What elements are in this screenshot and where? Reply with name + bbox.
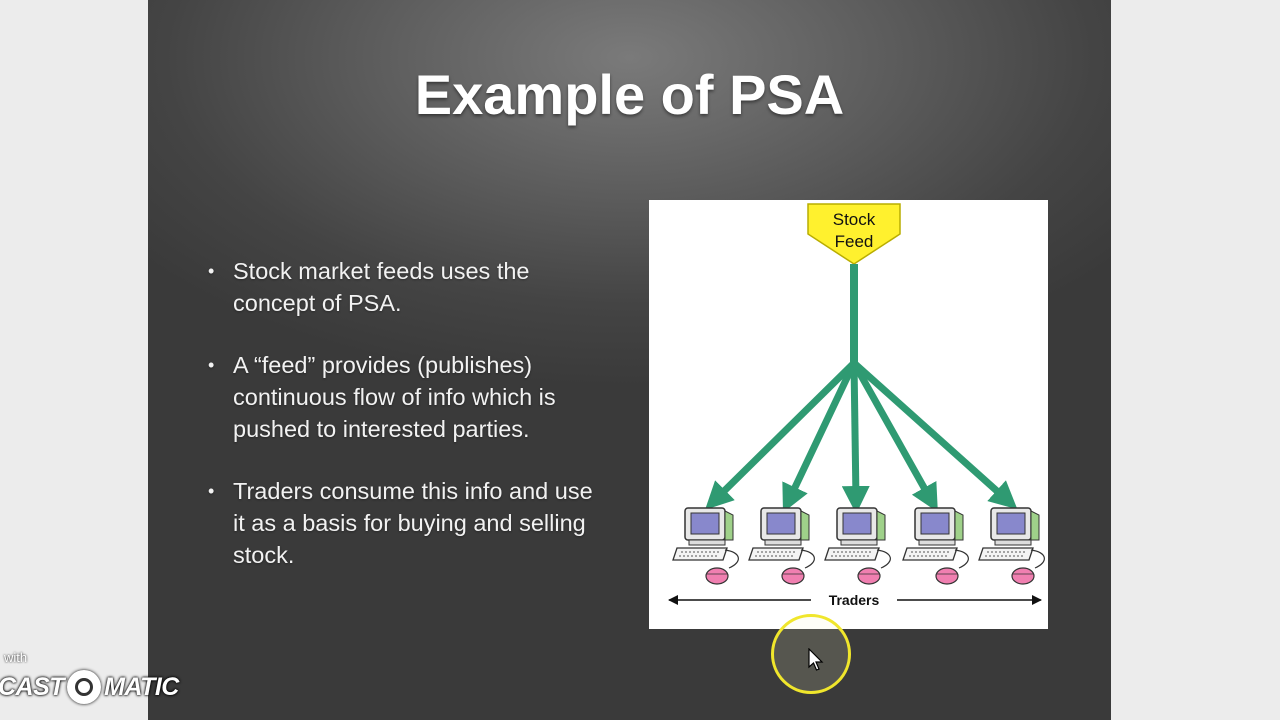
watermark-brand-right: MATIC	[104, 672, 179, 701]
arrow-to-trader-4	[850, 361, 938, 513]
computer-icon	[748, 507, 816, 585]
slide-title: Example of PSA	[414, 63, 845, 126]
stock-feed-box: Stock Feed	[807, 203, 901, 265]
arrow-to-trader-2	[782, 361, 858, 513]
bullet-item: • Traders consume this info and use it a…	[206, 475, 606, 571]
bullet-item: • A “feed” provides (publishes) continuo…	[206, 349, 606, 445]
bullet-text: Stock market feeds uses the concept of P…	[233, 258, 530, 316]
arrow-to-trader-5	[851, 360, 1018, 510]
watermark-brand: CAST MATIC	[0, 670, 179, 704]
computer-icon	[902, 507, 970, 585]
bullet-dot-icon: •	[208, 261, 215, 281]
bullet-list: • Stock market feeds uses the concept of…	[206, 255, 606, 601]
presentation-slide: Example of PSA • Stock market feeds uses…	[148, 0, 1111, 720]
traders-label: Traders	[829, 592, 880, 608]
feed-label-feed: Feed	[835, 232, 874, 251]
bullet-dot-icon: •	[208, 355, 215, 375]
computer-icon	[824, 507, 892, 585]
bullet-dot-icon: •	[208, 481, 215, 501]
screencast-watermark: with CAST MATIC	[0, 648, 180, 708]
trader-computers	[672, 507, 1046, 585]
screencast-logo-icon	[67, 670, 102, 704]
feed-label-stock: Stock	[833, 210, 876, 229]
feed-arrows	[705, 360, 1018, 514]
bullet-text: Traders consume this info and use it as …	[233, 478, 593, 568]
mouse-cursor-icon	[808, 648, 824, 671]
diagram-svg: Stock Feed	[668, 203, 1046, 608]
watermark-with-text: with	[4, 650, 28, 665]
watermark-brand-left: CAST	[0, 672, 65, 701]
computer-icon	[978, 507, 1046, 585]
arrow-to-trader-1	[705, 360, 857, 510]
bullet-item: • Stock market feeds uses the concept of…	[206, 255, 606, 319]
computer-icon	[672, 507, 740, 585]
stock-feed-diagram: Stock Feed	[649, 200, 1048, 629]
traders-range: Traders	[668, 592, 1042, 608]
bullet-text: A “feed” provides (publishes) continuous…	[233, 352, 556, 442]
arrow-to-trader-3	[841, 362, 870, 514]
